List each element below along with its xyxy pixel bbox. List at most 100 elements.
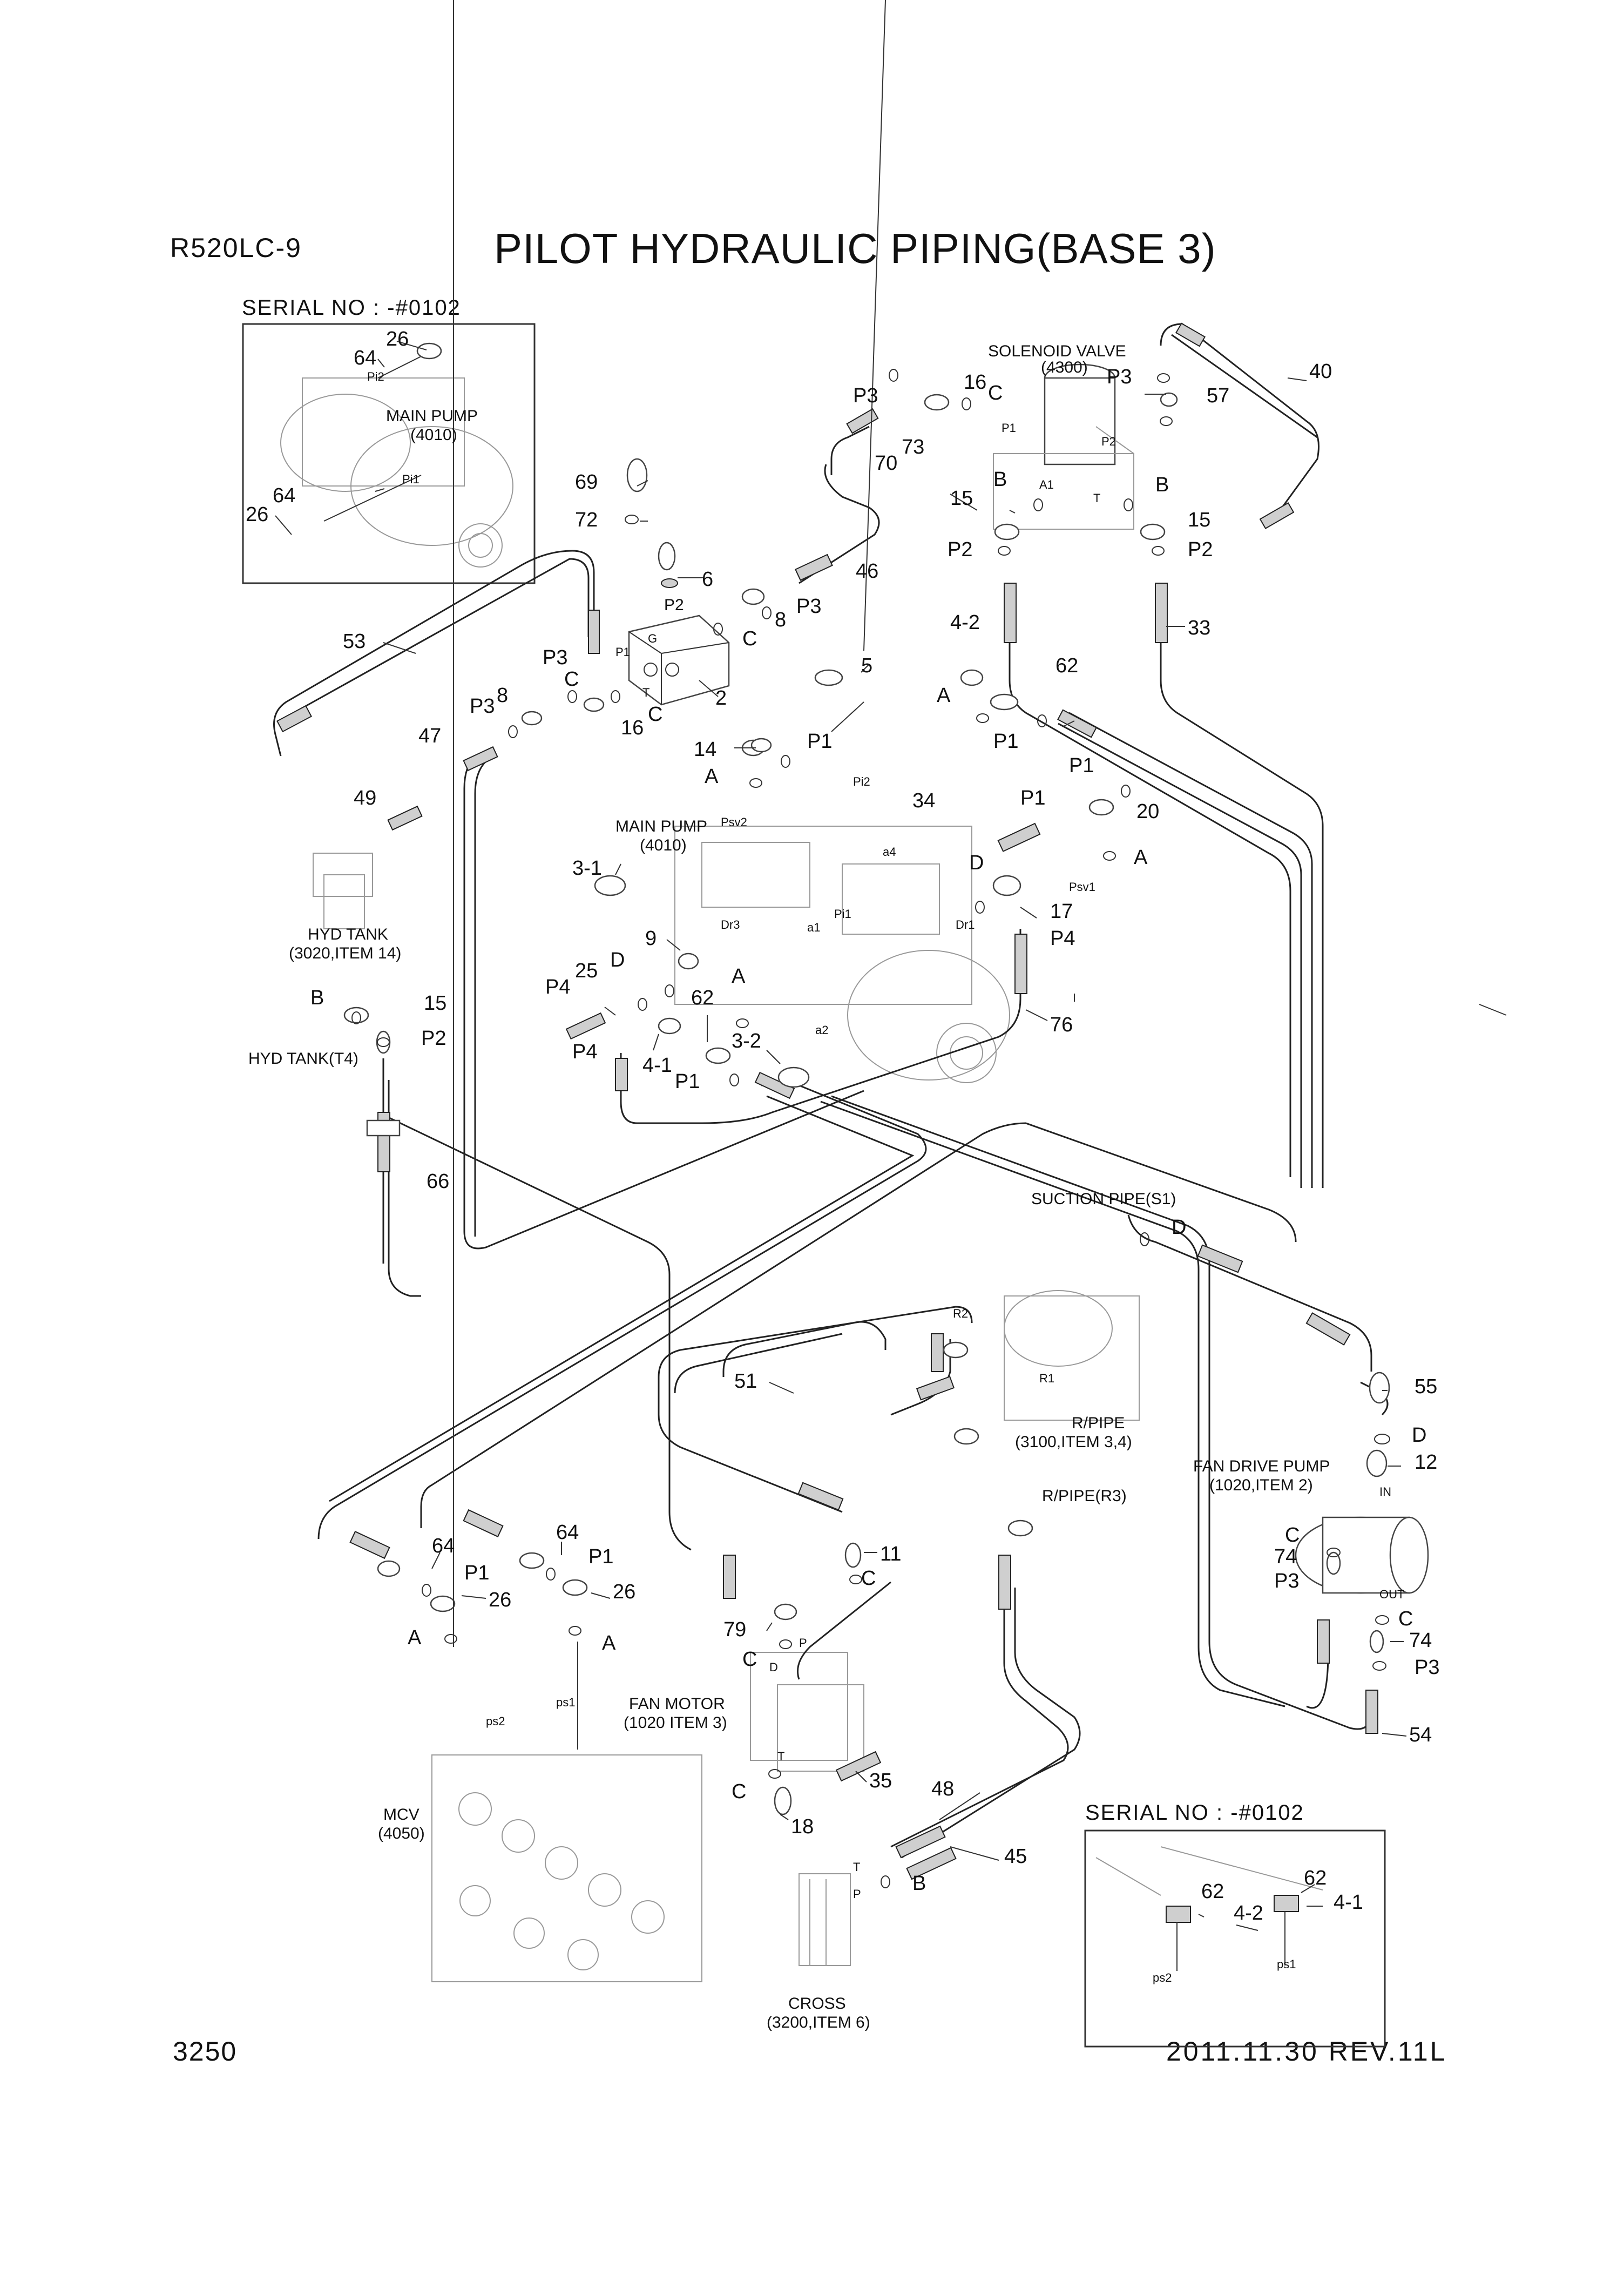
callout-26: 26 [386, 328, 409, 350]
callout-4-1: 4-1 [642, 1054, 672, 1077]
callout-26: 26 [489, 1589, 511, 1611]
port-pi2: Pi2 [367, 370, 384, 383]
callout-11: 11 [880, 1543, 901, 1565]
callout-54: 54 [1409, 1724, 1432, 1746]
port-g: G [648, 632, 657, 645]
port-a: A [705, 765, 719, 788]
callout-35: 35 [869, 1770, 892, 1792]
port-p3: P3 [1274, 1570, 1299, 1592]
port-d: D [610, 949, 625, 971]
inset-serial-bottom: SERIAL NO : -#0102 [1085, 1801, 1304, 1825]
callout-64: 64 [432, 1535, 455, 1557]
hyd-tank-t4-label: HYD TANK(T4) [248, 1050, 358, 1068]
port-c: C [564, 668, 579, 691]
model-number: R520LC-9 [170, 233, 302, 263]
port-t-cross: T [853, 1860, 860, 1874]
port-r2: R2 [953, 1307, 968, 1320]
port-ps1: ps1 [1277, 1957, 1296, 1971]
callout-16: 16 [621, 717, 644, 739]
callout-74: 74 [1409, 1629, 1432, 1652]
fan-drive-pump-body [1295, 1516, 1429, 1594]
port-dr3: Dr3 [721, 918, 740, 931]
callout-62: 62 [691, 987, 714, 1009]
port-r1: R1 [1039, 1372, 1054, 1385]
page-number: 3250 [173, 2036, 238, 2067]
callout-26: 26 [246, 503, 268, 526]
callout-49: 49 [354, 787, 376, 809]
inset-bottom-right-parts [1095, 1846, 1323, 1971]
port-p4: P4 [545, 976, 570, 998]
manifold-block [628, 615, 730, 706]
port-a2: a2 [815, 1023, 828, 1037]
callout-8: 8 [775, 609, 786, 631]
port-ps1: ps1 [556, 1696, 575, 1709]
main-pump-inset-label: MAIN PUMP [386, 407, 478, 425]
port-a: A [408, 1626, 422, 1649]
port-pi1: Pi1 [402, 472, 419, 486]
cross-ref: (3200,ITEM 6) [767, 2014, 870, 2031]
fan-drive-pump-label: FAN DRIVE PUMP [1193, 1457, 1330, 1475]
suction-pipe-label: SUCTION PIPE(S1) [1031, 1190, 1176, 1208]
callout-17: 17 [1050, 900, 1073, 923]
cross-body [799, 1873, 851, 1966]
main-pump-ref: (4010) [640, 836, 687, 854]
callout-4-1: 4-1 [1334, 1891, 1363, 1914]
hyd-tank-label: HYD TANK [308, 926, 388, 943]
port-p1: P1 [675, 1070, 700, 1093]
callout-47: 47 [418, 725, 441, 747]
callout-74: 74 [1274, 1545, 1297, 1568]
port-t: T [642, 686, 649, 699]
fan-motor-body [750, 1652, 864, 1772]
callout-6: 6 [702, 568, 713, 591]
solenoid-valve-body [993, 363, 1134, 530]
port-c: C [732, 1780, 746, 1803]
port-p2: P2 [948, 538, 972, 561]
fan-motor-label: FAN MOTOR [629, 1695, 725, 1713]
mcv-body [431, 1754, 702, 1982]
inset-frame-top-left [242, 323, 536, 584]
callout-5: 5 [861, 654, 872, 677]
callout-16: 16 [964, 371, 986, 394]
port-b: B [310, 987, 324, 1009]
port-p4: P4 [572, 1041, 597, 1063]
fan-drive-pump-ref: (1020,ITEM 2) [1209, 1476, 1313, 1494]
callout-73: 73 [902, 436, 924, 458]
callout-62: 62 [1055, 654, 1078, 677]
main-pump-label: MAIN PUMP [615, 818, 707, 835]
callout-12: 12 [1415, 1451, 1437, 1474]
callout-62: 62 [1304, 1867, 1327, 1889]
port-c: C [742, 1648, 757, 1671]
port-c: C [1285, 1524, 1300, 1547]
port-p1: P1 [1069, 754, 1094, 777]
port-ps2: ps2 [486, 1714, 505, 1728]
page-title: PILOT HYDRAULIC PIPING(BASE 3) [494, 225, 1216, 272]
callout-15: 15 [424, 992, 446, 1015]
inset-main-pump-sketch [280, 356, 513, 568]
port-d-fan: D [769, 1660, 778, 1674]
port-ps2: ps2 [1153, 1971, 1172, 1984]
port-d: D [969, 852, 984, 874]
callout-62: 62 [1201, 1880, 1224, 1903]
port-p3: P3 [796, 595, 821, 618]
callout-34: 34 [912, 789, 935, 812]
callout-33: 33 [1188, 617, 1210, 639]
callout-69: 69 [575, 471, 598, 494]
port-a: A [937, 684, 951, 707]
callout-45: 45 [1004, 1845, 1027, 1868]
inset-frame-bottom-right [1084, 1829, 1386, 2048]
callout-8: 8 [497, 684, 508, 707]
port-c: C [988, 382, 1003, 404]
port-psv1: Psv1 [1069, 880, 1095, 894]
callout-53: 53 [343, 630, 366, 653]
port-c: C [648, 703, 662, 726]
hyd-tank-ref: (3020,ITEM 14) [289, 944, 401, 962]
port-pi2: Pi2 [853, 775, 870, 788]
port-c: C [742, 627, 757, 650]
callout-46: 46 [856, 560, 878, 583]
port-b: B [993, 468, 1007, 491]
port-p2: P2 [421, 1027, 446, 1050]
callout-55: 55 [1415, 1375, 1437, 1398]
port-t-fan: T [777, 1750, 784, 1763]
port-p2: P2 [664, 596, 684, 614]
port-p1-valve: P1 [1002, 421, 1016, 435]
